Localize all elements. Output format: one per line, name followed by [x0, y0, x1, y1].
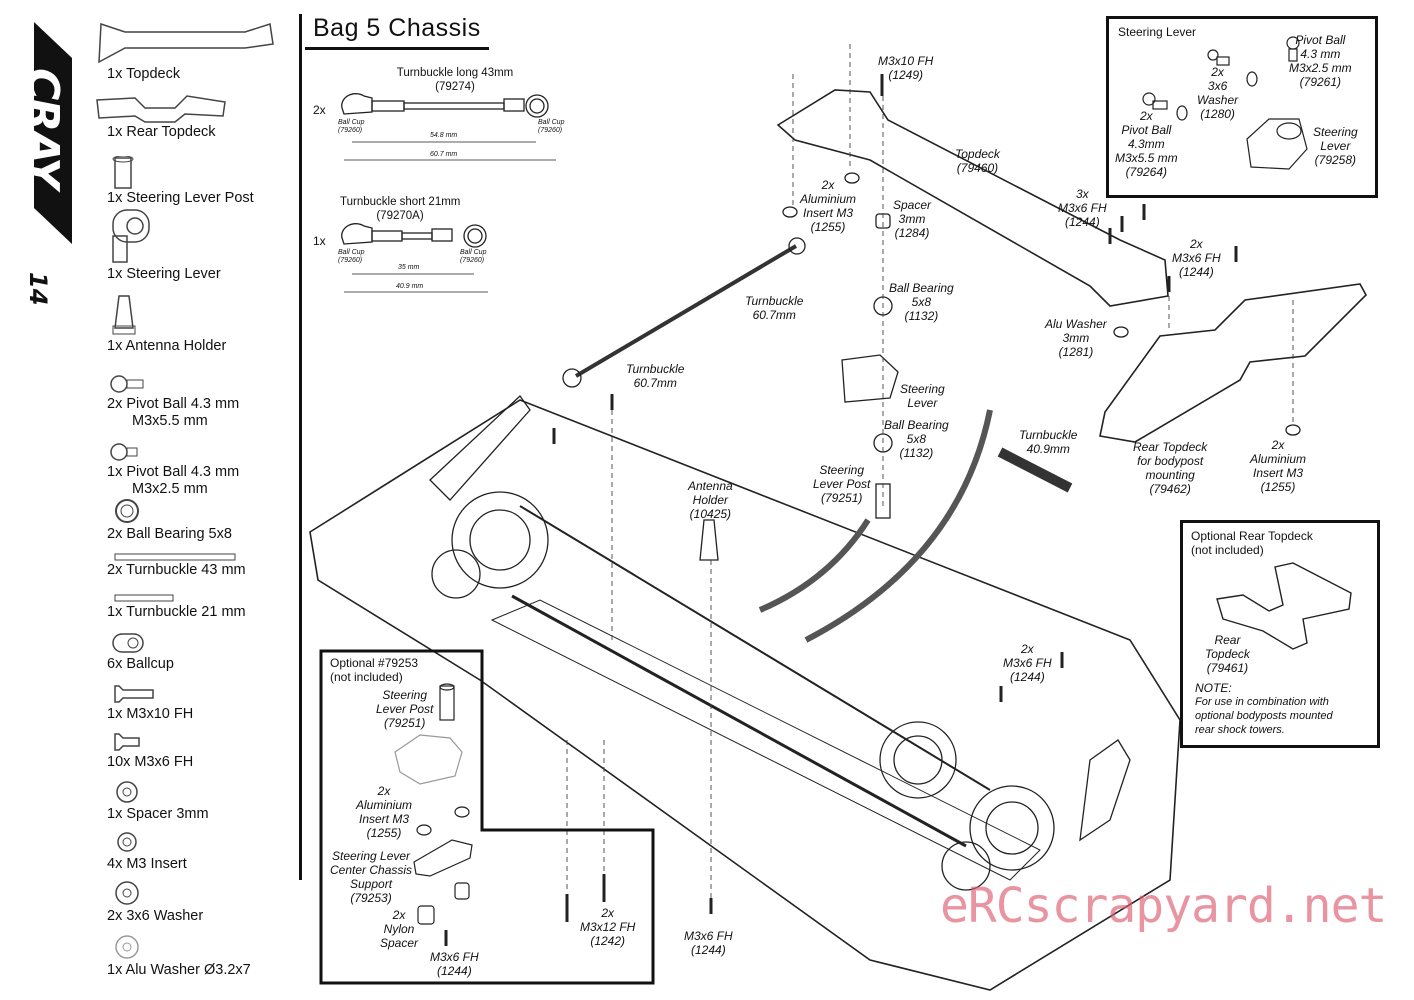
steering-lever-detail-drawing	[1142, 36, 1308, 170]
callout-support: Steering Lever Center Chassis Support (7…	[330, 849, 413, 905]
box-title: Optional Rear Topdeck (not included)	[1191, 529, 1313, 557]
turnbuckle-long-icon	[114, 553, 236, 561]
callout-alu-washer: Alu Washer 3mm (1281)	[1045, 317, 1107, 359]
callout-turnbuckle: Turnbuckle 60.7mm	[745, 294, 804, 322]
alu-washer-icon	[115, 935, 139, 959]
box-title: Steering Lever	[1118, 25, 1197, 39]
screw-long-icon	[114, 685, 154, 703]
optional-79253-title: Optional #79253 (not included)	[330, 656, 419, 684]
callout-m3x12: 2x M3x12 FH (1242)	[580, 906, 636, 948]
ballcup-label: Ball Cup(79260)	[538, 119, 565, 134]
part-m3-insert: 4x M3 Insert	[95, 830, 295, 873]
turnbuckle-long-qty: 2x	[313, 103, 326, 117]
callout-m3x10: M3x10 FH (1249)	[878, 54, 934, 82]
part-alu-washer: 1x Alu Washer Ø3.2x7	[95, 934, 295, 979]
callout-nylon-spacer: 2x Nylon Spacer	[380, 908, 419, 950]
turnbuckle-long-title: Turnbuckle long 43mm (79274)	[396, 67, 514, 93]
callout-m3x6-2x: 2x M3x6 FH (1244)	[1172, 237, 1221, 279]
optional-rear-topdeck-drawing	[1216, 562, 1352, 650]
divider	[299, 14, 302, 880]
callout-rear-topdeck: Rear Topdeck for bodypost mounting (7946…	[1133, 440, 1208, 496]
turnbuckle-short-title: Turnbuckle short 21mm (79270A)	[340, 196, 461, 222]
part-pivot-ball-55: 2x Pivot Ball 4.3 mm M3x5.5 mm	[95, 372, 295, 430]
dimension-label: 54.8 mm	[430, 132, 458, 139]
dimension-label: 35 mm	[398, 264, 420, 271]
part-m3x10: 1x M3x10 FH	[95, 682, 295, 723]
part-turnbuckle-21: 1x Turnbuckle 21 mm	[95, 592, 295, 621]
callout-spacer: Spacer 3mm (1284)	[893, 198, 932, 240]
brand-logo: CRAY	[17, 18, 78, 248]
part-pivot-ball-25: 1x Pivot Ball 4.3 mm M3x2.5 mm	[95, 440, 295, 498]
washer-icon	[115, 881, 139, 905]
note-text: For use in combination with optional bod…	[1195, 696, 1333, 736]
callout-topdeck: Topdeck (79460)	[955, 147, 1000, 175]
turnbuckle-long-detail	[341, 93, 556, 161]
insert-icon	[117, 832, 137, 852]
callout-washer: 2x 3x6 Washer (1280)	[1197, 65, 1239, 121]
optional-rear-topdeck-box: Optional Rear Topdeck (not included) Rea…	[1180, 520, 1380, 748]
pivot-ball-short-icon	[110, 443, 138, 461]
part-washer: 2x 3x6 Washer	[95, 880, 295, 925]
part-antenna-holder: 1x Antenna Holder	[95, 294, 295, 355]
antenna-holder-icon	[112, 295, 136, 335]
callout-antenna-holder: Antenna Holder (10425)	[688, 479, 733, 521]
page-title: Bag 5 Chassis	[305, 12, 489, 50]
rear-topdeck-icon	[96, 95, 226, 123]
callout-steering-lever: Steering Lever	[900, 382, 945, 410]
callout-post-optional: Steering Lever Post (79251)	[376, 688, 434, 730]
steering-lever-icon	[112, 209, 150, 263]
part-steering-lever-post: 1x Steering Lever Post	[95, 156, 295, 207]
steering-lever-detail-box: Steering Lever Pivot Ball 4.3 mm M3x2.5 …	[1106, 16, 1378, 198]
note-title: NOTE:	[1195, 681, 1232, 695]
turnbuckle-short-qty: 1x	[313, 234, 326, 248]
callout-m3x6-mid: 2x M3x6 FH (1244)	[1003, 642, 1052, 684]
part-ball-bearing: 2x Ball Bearing 5x8	[95, 498, 295, 543]
ballcup-label: Ball Cup(79260)	[338, 249, 365, 264]
turnbuckle-short-detail	[341, 223, 488, 293]
turnbuckle-short-icon	[114, 594, 174, 602]
callout-ball-bearing: Ball Bearing 5x8 (1132)	[884, 418, 949, 460]
part-turnbuckle-43: 2x Turnbuckle 43 mm	[95, 552, 295, 579]
callout-pivot-ball-side: 2x Pivot Ball 4.3mm M3x5.5 mm (79264)	[1115, 109, 1178, 179]
steering-post-icon	[112, 156, 134, 189]
callout-rear-topdeck-optional: Rear Topdeck (79461)	[1205, 633, 1250, 675]
pivot-ball-icon	[110, 375, 144, 393]
callout-ball-bearing: Ball Bearing 5x8 (1132)	[889, 281, 954, 323]
ballcup-label: Ball Cup(79260)	[460, 249, 487, 264]
topdeck-icon	[98, 22, 274, 64]
part-m3x6: 10x M3x6 FH	[95, 730, 295, 771]
screw-short-icon	[114, 733, 140, 751]
ball-bearing-icon	[115, 499, 139, 523]
part-spacer: 1x Spacer 3mm	[95, 780, 295, 823]
ballcup-label: Ball Cup(79260)	[338, 119, 365, 134]
ballcup-icon	[112, 633, 144, 653]
part-steering-lever: 1x Steering Lever	[95, 206, 295, 283]
callout-insert-optional: 2x Aluminium Insert M3 (1255)	[356, 784, 413, 840]
part-rear-topdeck: 1x Rear Topdeck	[95, 94, 295, 141]
callout-pivot-ball-top: Pivot Ball 4.3 mm M3x2.5 mm (79261)	[1289, 33, 1352, 89]
dimension-label: 60.7 mm	[430, 151, 458, 158]
callout-m3x6-bottom: M3x6 FH (1244)	[684, 929, 733, 957]
part-topdeck: 1x Topdeck	[95, 18, 295, 83]
callout-m3x6-3x: 3x M3x6 FH (1244)	[1058, 187, 1107, 229]
watermark: eRCscrapyard.net	[940, 878, 1387, 934]
callout-steering-post: Steering Lever Post (79251)	[813, 463, 871, 505]
callout-turnbuckle-short: Turnbuckle 40.9mm	[1019, 428, 1078, 456]
callout-lever: Steering Lever (79258)	[1313, 125, 1358, 167]
dimension-label: 40.9 mm	[396, 283, 424, 290]
callout-turnbuckle: Turnbuckle 60.7mm	[626, 362, 685, 390]
part-ballcup: 6x Ballcup	[95, 630, 295, 673]
spacer-icon	[116, 781, 138, 803]
callout-alu-insert-right: 2x Aluminium Insert M3 (1255)	[1250, 438, 1307, 494]
callout-alu-insert: 2x Aluminium Insert M3 (1255)	[800, 178, 857, 234]
callout-screw-optional: M3x6 FH (1244)	[430, 950, 479, 978]
